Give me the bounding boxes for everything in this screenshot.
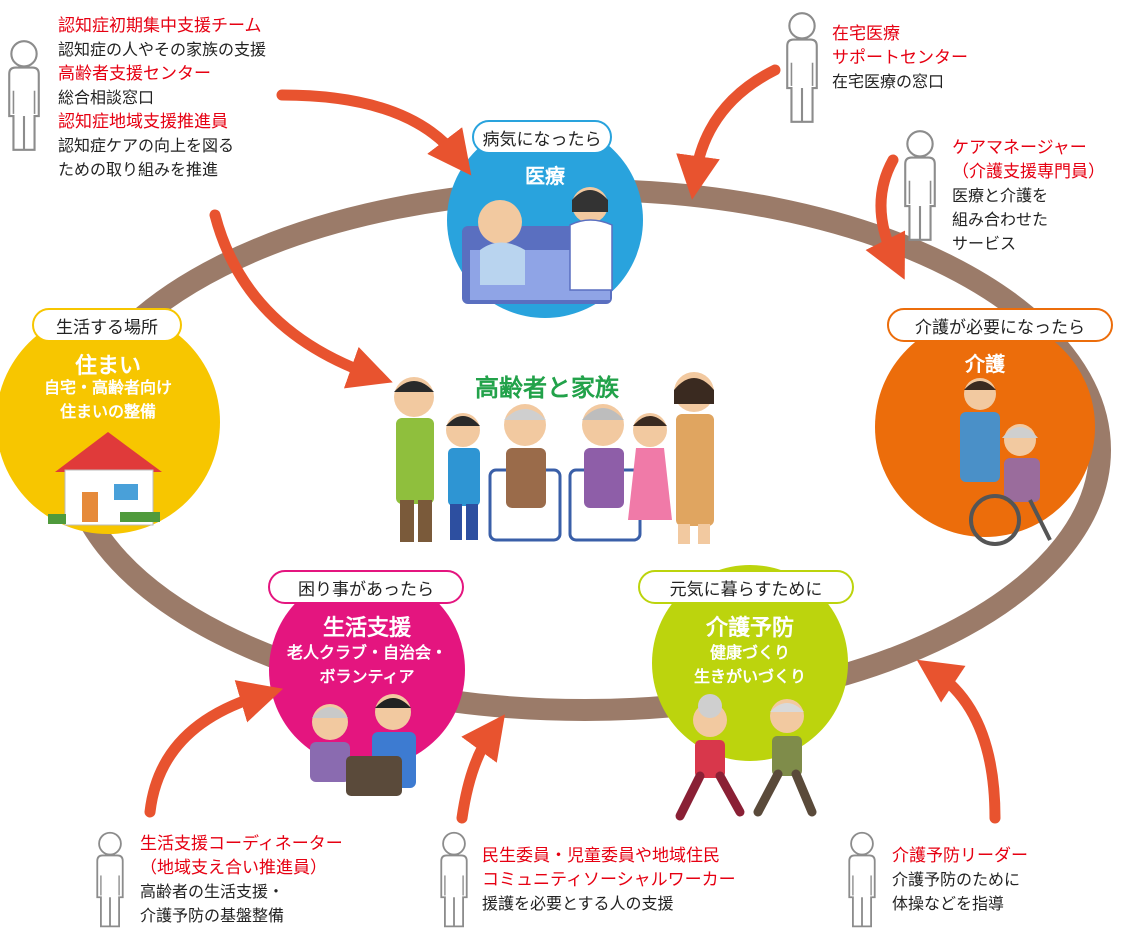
person-icon-right xyxy=(904,130,936,241)
support-sub-2: ボランティア xyxy=(319,667,415,686)
arrow-bottomright-to-prevention xyxy=(916,659,1001,824)
arrow-right-to-care xyxy=(865,154,906,280)
actor-desc: 介護予防の基盤整備 xyxy=(140,906,285,925)
arrow-bottomleft-to-support xyxy=(144,680,284,818)
actor-desc: 組み合わせた xyxy=(952,210,1049,229)
support-title: 生活支援 xyxy=(322,616,411,641)
arrow-topleft-to-medical xyxy=(276,89,472,176)
exercise-illustration xyxy=(675,694,817,821)
arrow-topleft-to-center xyxy=(209,209,393,389)
care-title: 介護 xyxy=(965,352,1005,376)
actor-top-right: 在宅医療 サポートセンター 在宅医療の窓口 xyxy=(832,22,968,94)
prevention-sub-2: 生きがいづくり xyxy=(693,667,806,686)
arrows xyxy=(144,64,1001,824)
person-icon-bottom-center xyxy=(440,831,468,928)
support-tag: 困り事があったら xyxy=(268,570,464,604)
actor-desc: 介護予防のために xyxy=(892,870,1021,889)
actor-title: コミュニティソーシャルワーカー xyxy=(482,870,736,890)
medical-title: 医療 xyxy=(525,164,565,188)
actor-desc: 医療と介護を xyxy=(952,186,1049,205)
prevention-sub-1: 健康づくり xyxy=(709,643,790,662)
actor-title: ケアマネージャー xyxy=(952,138,1087,158)
actor-desc: 在宅医療の窓口 xyxy=(832,72,945,91)
actor-desc: 援護を必要とする人の支援 xyxy=(482,894,674,913)
actor-desc: 認知症ケアの向上を図る xyxy=(58,136,235,155)
person-icon-top-right xyxy=(786,12,818,123)
support-sub-1: 老人クラブ・自治会・ xyxy=(286,643,447,662)
arrow-topright-to-medical xyxy=(676,64,781,200)
actor-desc: 総合相談窓口 xyxy=(58,88,155,107)
person-icon-bottom-left xyxy=(96,831,124,928)
house-illustration xyxy=(48,432,162,526)
housing-sub-2: 住まいの整備 xyxy=(59,402,156,421)
medical-tag: 病気になったら xyxy=(472,120,612,154)
person-icon-bottom-right xyxy=(848,831,876,928)
actor-title: （地域支え合い推進員） xyxy=(140,858,327,878)
actor-bottom-center: 民生委員・児童委員や地域住民 コミュニティソーシャルワーカー 援護を必要とする人… xyxy=(482,844,736,916)
actor-title: （介護支援専門員） xyxy=(952,162,1105,182)
actor-title: 認知症地域支援推進員 xyxy=(58,112,228,132)
actor-right: ケアマネージャー （介護支援専門員） 医療と介護を 組み合わせた サービス xyxy=(952,136,1105,256)
care-tag: 介護が必要になったら xyxy=(887,308,1113,342)
actor-desc: 高齢者の生活支援・ xyxy=(140,882,285,901)
actor-bottom-left: 生活支援コーディネーター （地域支え合い推進員） 高齢者の生活支援・ 介護予防の… xyxy=(140,832,343,928)
actor-title: 介護予防リーダー xyxy=(892,846,1028,866)
actor-desc: 認知症の人やその家族の支援 xyxy=(58,40,267,59)
actor-title: 高齢者支援センター xyxy=(58,64,211,84)
actor-desc: ための取り組みを推進 xyxy=(58,160,219,179)
actor-bottom-right: 介護予防リーダー 介護予防のために 体操などを指導 xyxy=(892,844,1028,916)
actor-title: 生活支援コーディネーター xyxy=(140,834,343,854)
housing-hub-circle xyxy=(0,310,220,534)
actor-desc: サービス xyxy=(952,234,1017,253)
housing-tag: 生活する場所 xyxy=(32,308,182,342)
prevention-tag: 元気に暮らすために xyxy=(638,570,854,604)
medical-illustration xyxy=(462,187,613,304)
support-illustration xyxy=(310,694,416,796)
actor-title: サポートセンター xyxy=(832,48,968,68)
arrow-bottomcenter-to-support xyxy=(456,714,506,824)
actor-title: 在宅医療 xyxy=(832,24,900,44)
prevention-title: 介護予防 xyxy=(705,616,794,641)
actor-title: 認知症初期集中支援チーム xyxy=(58,16,262,36)
housing-sub-1: 自宅・高齢者向け xyxy=(43,378,172,397)
actor-title: 民生委員・児童委員や地域住民 xyxy=(482,846,720,866)
family-illustration xyxy=(394,372,714,544)
person-icon-top-left xyxy=(8,40,40,151)
center-title: 高齢者と家族 xyxy=(475,374,619,402)
housing-title: 住まい xyxy=(74,354,141,379)
actor-top-left: 認知症初期集中支援チーム 認知症の人やその家族の支援 高齢者支援センター 総合相… xyxy=(58,14,266,182)
wheelchair-illustration xyxy=(960,378,1052,546)
actor-desc: 体操などを指導 xyxy=(892,894,1005,913)
